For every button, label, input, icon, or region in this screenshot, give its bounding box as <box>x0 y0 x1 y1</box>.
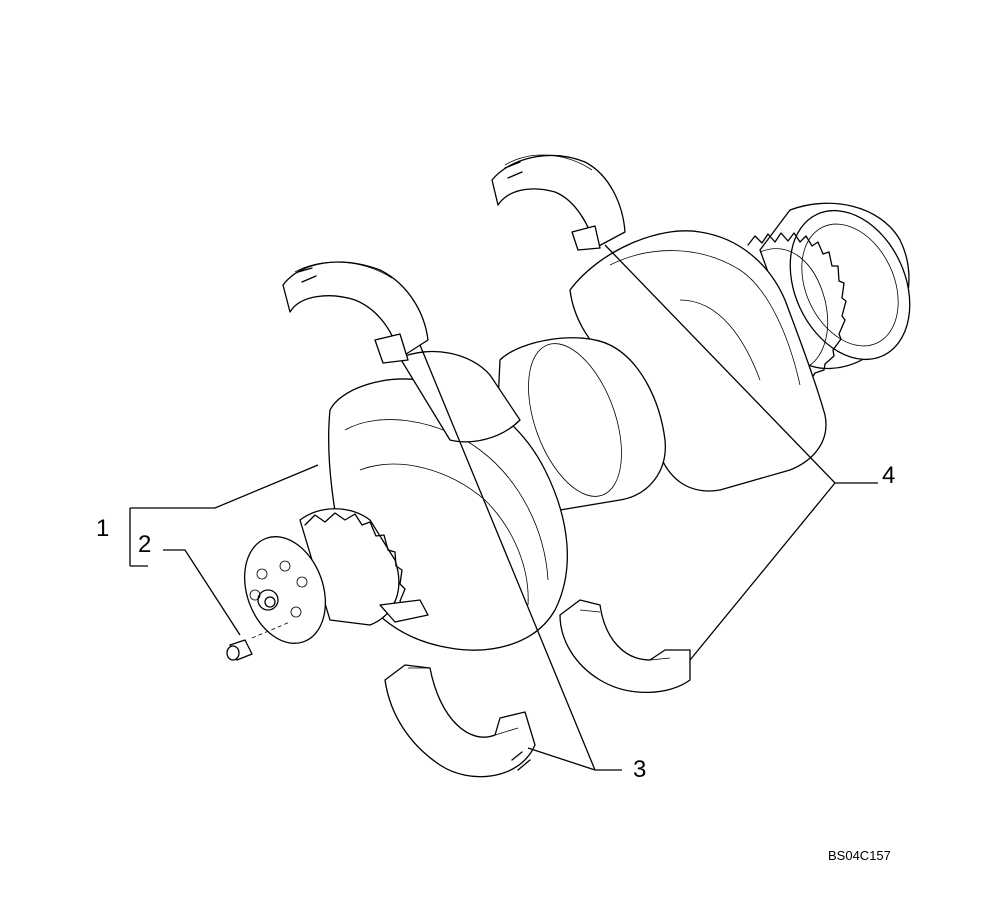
callout-2: 2 <box>138 531 151 558</box>
lower-bearing-shell-right <box>559 599 691 694</box>
rear-flange <box>747 202 911 379</box>
dowel-pin <box>226 621 291 661</box>
callout-1: 1 <box>96 515 109 542</box>
crankshaft <box>243 202 911 651</box>
callout-4: 4 <box>882 462 895 489</box>
callout-3: 3 <box>633 756 646 783</box>
lower-bearing-shell-left <box>384 664 536 778</box>
upper-bearing-shell-left <box>282 261 429 364</box>
upper-bearing-shell-right <box>491 154 626 251</box>
drawing-code: BS04C157 <box>828 848 891 863</box>
front-nose <box>243 508 429 644</box>
